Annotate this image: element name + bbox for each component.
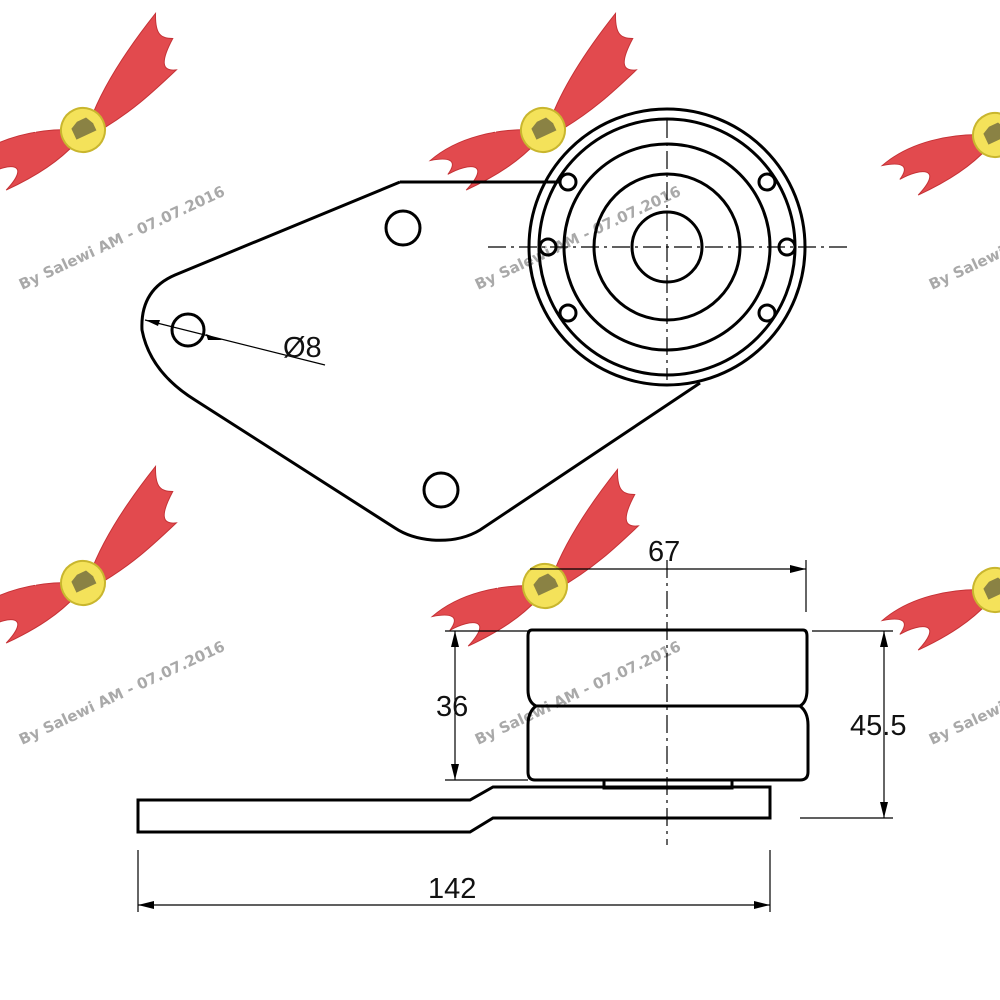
dimension-label-142: 142 (428, 873, 476, 905)
hole-diameter-label: Ø8 (283, 332, 322, 364)
bracket-plate (140, 180, 701, 542)
watermark-text: By Salewi AM - 07.07.2016 (926, 182, 1000, 293)
top-view: Ø8 (140, 107, 850, 542)
svg-text:AUTOKIT: AUTOKIT (465, 581, 501, 593)
dimension-label-36: 36 (436, 691, 468, 723)
dimension-36: 36 (436, 630, 528, 781)
pulley-lower (526, 704, 810, 782)
svg-text:QUICK: QUICK (541, 41, 567, 65)
watermark-text: By Salewi AM - 07.07.2016 (926, 637, 1000, 748)
hole-dimension: Ø8 (144, 319, 326, 366)
watermark-logo: AUTOKIT QUICK (406, 10, 663, 200)
svg-text:QUICK: QUICK (81, 494, 107, 518)
svg-text:AUTOKIT: AUTOKIT (3, 578, 39, 590)
dimension-45-5: 45.5 (800, 630, 906, 819)
watermark-logo: AUTOKIT QUICK (0, 463, 203, 653)
watermark-text: By Salewi AM - 07.07.2016 (16, 637, 228, 748)
dimension-142: 142 (137, 850, 771, 912)
watermark-logo: AUTOKIT QUICK (0, 10, 203, 200)
watermark-logo (858, 15, 1000, 205)
mounting-hole (170, 312, 206, 348)
dimension-label-67: 67 (648, 536, 680, 568)
svg-text:QUICK: QUICK (543, 497, 569, 521)
base-plate (136, 785, 772, 834)
svg-text:AUTOKIT: AUTOKIT (463, 125, 499, 137)
dimension-label-45-5: 45.5 (850, 710, 906, 742)
svg-text:QUICK: QUICK (81, 41, 107, 65)
mounting-hole (422, 471, 460, 509)
watermark-text: By Salewi AM - 07.07.2016 (16, 182, 228, 293)
svg-text:AUTOKIT: AUTOKIT (3, 125, 39, 137)
watermark-logo: AUTOKIT QUICK (408, 466, 665, 656)
watermark-text: By Salewi AM - 07.07.2016 (472, 637, 684, 748)
side-view: 67 36 45.5 142 (136, 536, 906, 912)
mounting-hole (384, 209, 422, 247)
dimension-67: 67 (530, 536, 807, 612)
